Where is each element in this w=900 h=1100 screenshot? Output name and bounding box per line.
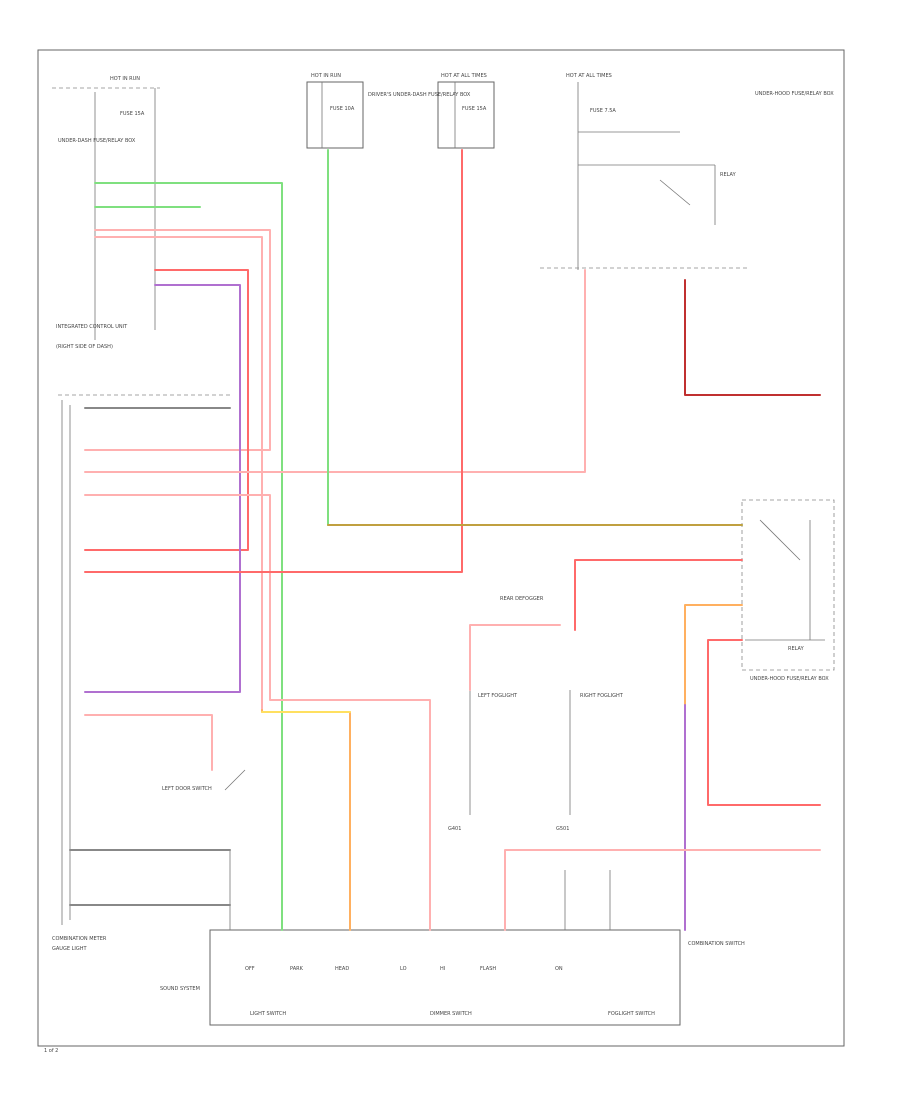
label-hi: HI bbox=[440, 966, 445, 972]
label-underdash-box: UNDER-DASH FUSE/RELAY BOX bbox=[58, 138, 136, 144]
label-fuse-7-5a: FUSE 7.5A bbox=[590, 108, 616, 114]
fuse-box-top-center-2: HOT AT ALL TIMES FUSE 15A bbox=[437, 73, 495, 149]
fuse-box-top-left: HOT IN RUN FUSE 15A UNDER-DASH FUSE/RELA… bbox=[52, 76, 160, 340]
label-foglight-switch: FOGLIGHT SWITCH bbox=[608, 1011, 655, 1017]
wire-green-main bbox=[94, 182, 283, 931]
label-relay-box-side: UNDER-HOOD FUSE/RELAY BOX bbox=[750, 676, 829, 682]
label-right-of-dash: (RIGHT SIDE OF DASH) bbox=[56, 344, 113, 350]
label-relay-right: RELAY bbox=[788, 646, 805, 652]
wire-pink-2 bbox=[94, 236, 263, 711]
label-g501: G501 bbox=[556, 826, 569, 832]
combination-meter-box: COMBINATION METER GAUGE LIGHT bbox=[52, 394, 230, 952]
label-underhood-box: UNDER-HOOD FUSE/RELAY BOX bbox=[755, 91, 834, 97]
label-left-door-switch: LEFT DOOR SWITCH bbox=[162, 786, 212, 792]
label-relay: RELAY bbox=[720, 172, 737, 178]
page-number: 1 of 2 bbox=[44, 1048, 58, 1054]
label-lo: LO bbox=[400, 966, 407, 972]
label-off: OFF bbox=[245, 966, 255, 972]
label-sound-system: SOUND SYSTEM bbox=[160, 986, 200, 992]
wire-pink-8 bbox=[504, 849, 821, 931]
label-left-foglight: LEFT FOGLIGHT bbox=[478, 693, 518, 699]
label-combination-switch: COMBINATION SWITCH bbox=[688, 941, 745, 947]
wire-orange-2 bbox=[261, 709, 351, 931]
label-dash-box-1: DRIVER'S UNDER-DASH FUSE/RELAY BOX bbox=[368, 92, 471, 98]
wire-red-1 bbox=[84, 269, 249, 551]
wire-pink-1 bbox=[84, 229, 271, 451]
wire-darkred-1 bbox=[684, 279, 821, 396]
left-door-switch: LEFT DOOR SWITCH bbox=[162, 769, 246, 792]
label-hot-in-run-2: HOT IN RUN bbox=[311, 73, 341, 79]
wire-green-3 bbox=[327, 149, 743, 526]
wire-orange bbox=[684, 604, 743, 706]
label-fuse-15a-2: FUSE 15A bbox=[462, 106, 487, 112]
label-hot-at-all-times-2: HOT AT ALL TIMES bbox=[566, 73, 612, 79]
wires bbox=[69, 149, 821, 931]
wire-pink-7 bbox=[84, 714, 213, 771]
label-park: PARK bbox=[290, 966, 304, 972]
wire-red-2 bbox=[84, 149, 463, 573]
fuse-box-top-center-1: HOT IN RUN FUSE 10A DRIVER'S UNDER-DASH … bbox=[306, 73, 471, 149]
label-integrated-control-unit: INTEGRATED CONTROL UNIT bbox=[56, 324, 128, 330]
label-hot-at-all-times-1: HOT AT ALL TIMES bbox=[441, 73, 487, 79]
wire-pink-4 bbox=[84, 494, 431, 931]
wire-pink-3 bbox=[84, 269, 586, 473]
label-rear-defogger: REAR DEFOGGER bbox=[500, 596, 544, 602]
label-on: ON bbox=[555, 966, 563, 972]
label-dimmer-switch: DIMMER SWITCH bbox=[430, 1011, 472, 1017]
label-flash: FLASH bbox=[480, 966, 496, 972]
wire-purple-1 bbox=[84, 284, 241, 693]
wire-pink-6 bbox=[469, 624, 561, 691]
label-hot-in-run-1: HOT IN RUN bbox=[110, 76, 140, 82]
wire-red-4 bbox=[707, 639, 821, 806]
label-fuse-10a-1: FUSE 10A bbox=[330, 106, 355, 112]
label-light-switch: LIGHT SWITCH bbox=[250, 1011, 286, 1017]
label-combination-meter: COMBINATION METER bbox=[52, 936, 107, 942]
label-head: HEAD bbox=[335, 966, 349, 972]
label-g401: G401 bbox=[448, 826, 461, 832]
label-fuse-15a-1: FUSE 15A bbox=[120, 111, 145, 117]
relay-box-right: RELAY UNDER-HOOD FUSE/RELAY BOX bbox=[741, 499, 835, 682]
label-gauge-light: GAUGE LIGHT bbox=[52, 946, 87, 952]
label-right-foglight: RIGHT FOGLIGHT bbox=[580, 693, 624, 699]
wire-red-3 bbox=[574, 559, 743, 631]
foglights-group: REAR DEFOGGER LEFT FOGLIGHT RIGHT FOGLIG… bbox=[448, 596, 624, 832]
switch-panel: LIGHT SWITCH DIMMER SWITCH FOGLIGHT SWIT… bbox=[160, 850, 745, 1026]
fuse-box-top-right: HOT AT ALL TIMES FUSE 7.5A UNDER-HOOD FU… bbox=[540, 73, 834, 270]
page-frame bbox=[37, 49, 845, 1047]
